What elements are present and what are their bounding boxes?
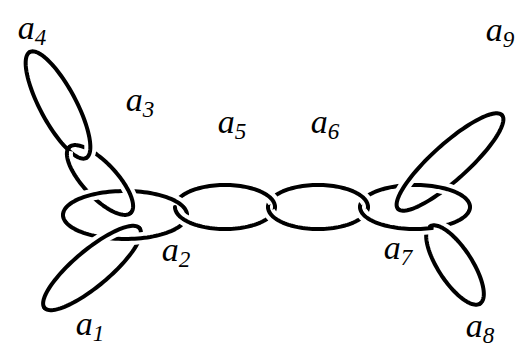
knot-strand bbox=[268, 207, 368, 229]
strand-gap bbox=[434, 225, 484, 300]
component-label: a2 bbox=[162, 233, 191, 272]
strand-gap bbox=[269, 212, 367, 229]
strand-gap bbox=[43, 226, 136, 304]
knot-strand bbox=[397, 113, 502, 209]
component-label: a8 bbox=[466, 309, 495, 348]
strand-gap bbox=[73, 145, 133, 209]
knot-strand bbox=[43, 226, 139, 308]
knot-strand bbox=[175, 207, 275, 229]
strand-gap bbox=[361, 212, 468, 229]
strand-gap bbox=[176, 185, 274, 202]
strand-gap bbox=[269, 185, 367, 202]
strand-gap bbox=[176, 212, 274, 229]
strand-gap bbox=[34, 51, 90, 154]
knot-strand bbox=[360, 185, 470, 207]
component-label: a4 bbox=[18, 11, 47, 50]
strand-gap bbox=[361, 185, 468, 202]
strand-gap bbox=[397, 113, 499, 205]
knot-strand bbox=[268, 185, 368, 207]
knot-strand bbox=[69, 145, 133, 213]
component-label: a1 bbox=[76, 307, 105, 346]
component-label: a9 bbox=[486, 13, 515, 52]
knot-strand bbox=[360, 207, 470, 229]
knot-strand bbox=[175, 185, 275, 207]
component-label: a5 bbox=[218, 105, 247, 144]
component-label: a6 bbox=[311, 105, 340, 144]
knot-strand bbox=[430, 225, 484, 303]
component-label: a3 bbox=[126, 83, 155, 122]
component-label: a7 bbox=[384, 231, 413, 270]
knot-strand bbox=[30, 51, 91, 158]
